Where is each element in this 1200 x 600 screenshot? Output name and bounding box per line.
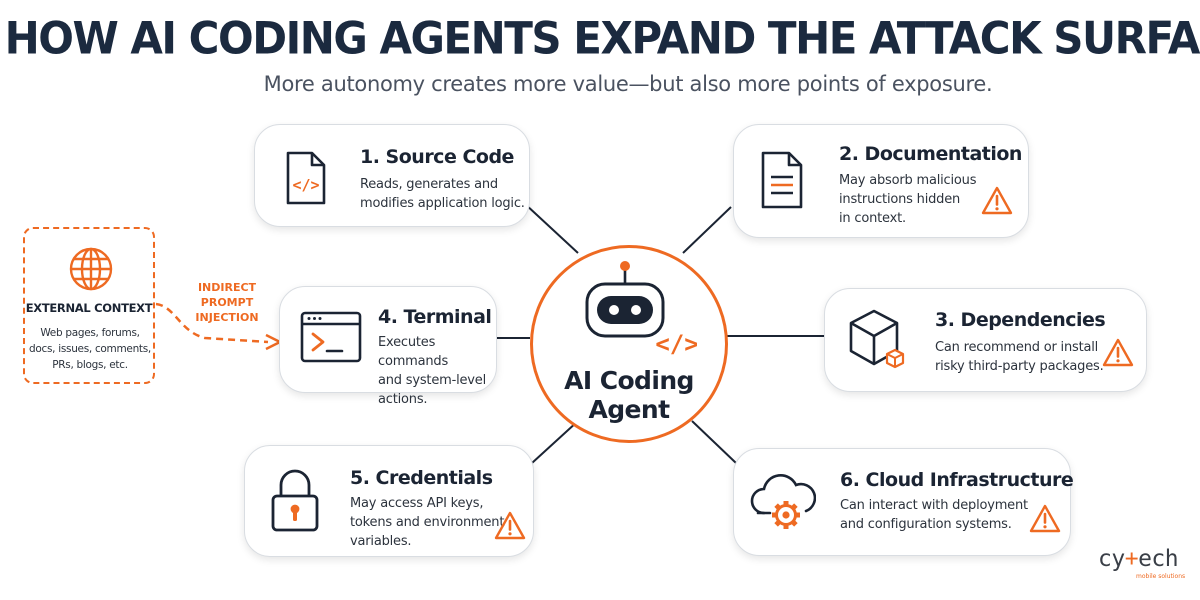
svg-text:</>: </> bbox=[292, 176, 319, 194]
brand-name: cy+ech bbox=[1098, 546, 1179, 572]
padlock-icon bbox=[271, 469, 319, 532]
external-context-title: EXTERNAL CONTEXT bbox=[25, 301, 153, 315]
node-documentation: 2. Documentation May absorb malicious in… bbox=[733, 124, 1029, 238]
page-subtitle: More autonomy creates more value—but als… bbox=[263, 72, 993, 96]
connector-source-code bbox=[523, 202, 579, 254]
warning-icon bbox=[1029, 504, 1061, 533]
document-icon bbox=[761, 151, 803, 209]
node-title: 2. Documentation bbox=[839, 143, 1022, 165]
warning-icon bbox=[981, 186, 1013, 215]
warning-icon bbox=[494, 511, 526, 540]
node-title: 3. Dependencies bbox=[935, 309, 1106, 331]
node-description: Reads, generates and modifies applicatio… bbox=[360, 177, 525, 211]
node-description: May absorb malicious instructions hidden… bbox=[839, 173, 977, 226]
terminal-window-icon bbox=[300, 311, 362, 363]
connector-credentials bbox=[531, 420, 579, 464]
node-title: 4. Terminal bbox=[378, 306, 492, 328]
globe-icon bbox=[69, 247, 113, 291]
node-terminal: 4. Terminal Executes commands and system… bbox=[279, 286, 497, 407]
node-cloud-infrastructure: 6. Cloud Infrastructure Can interact wit… bbox=[733, 448, 1074, 556]
cloud-gear-icon bbox=[750, 474, 816, 529]
brand-logo: cy+ech mobile solutions bbox=[1098, 546, 1186, 582]
node-source-code: </> 1. Source Code Reads, generates and … bbox=[254, 124, 530, 227]
package-cube-icon bbox=[849, 309, 905, 369]
node-dependencies: 3. Dependencies Can recommend or install… bbox=[824, 288, 1147, 392]
external-context-box: EXTERNAL CONTEXT Web pages, forums, docs… bbox=[23, 227, 155, 384]
svg-text:</>: </> bbox=[655, 330, 697, 358]
connector-documentation bbox=[682, 206, 732, 254]
node-description: Can interact with deployment and configu… bbox=[840, 498, 1028, 532]
node-credentials: 5. Credentials May access API keys, toke… bbox=[244, 445, 534, 557]
code-file-icon: </> bbox=[286, 151, 326, 205]
external-context-description: Web pages, forums, docs, issues, comment… bbox=[29, 327, 151, 371]
indirect-prompt-injection-label: INDIRECT PROMPT INJECTION bbox=[195, 281, 259, 324]
page-title: HOW AI CODING AGENTS EXPAND THE ATTACK S… bbox=[4, 12, 1200, 65]
node-title: 1. Source Code bbox=[360, 146, 514, 168]
brand-tagline: mobile solutions bbox=[1136, 573, 1186, 580]
warning-icon bbox=[1102, 338, 1134, 367]
node-description: Can recommend or install risky third-par… bbox=[935, 340, 1104, 374]
robot-icon: </> bbox=[585, 261, 697, 358]
node-title: 6. Cloud Infrastructure bbox=[840, 469, 1074, 491]
injection-arrowhead bbox=[265, 333, 283, 351]
node-description: Executes commands and system-level actio… bbox=[378, 335, 486, 407]
injection-arrow bbox=[155, 302, 269, 344]
node-description: May access API keys, tokens and environm… bbox=[350, 496, 505, 549]
hub-label: AI Coding Agent bbox=[564, 366, 694, 424]
node-title: 5. Credentials bbox=[350, 467, 493, 489]
connector-cloud bbox=[691, 420, 737, 464]
ai-coding-agent-hub: </> AI Coding Agent bbox=[530, 245, 728, 443]
